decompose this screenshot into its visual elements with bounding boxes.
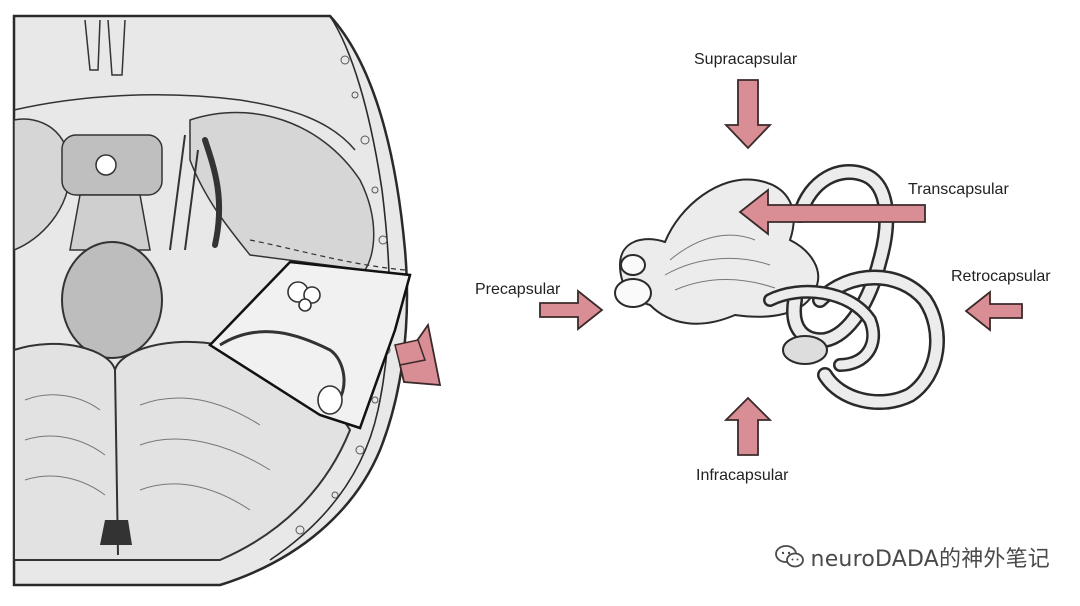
watermark-text: neuroDADA的神外笔记 [810,547,1050,572]
labyrinth-sketch [287,281,343,415]
trigeminal-nerve [202,137,223,248]
crista-galli [84,19,126,76]
brainstem [61,241,163,359]
transcapsular-label: Transcapsular [908,181,1009,198]
skull-base-drawing [12,14,442,587]
nerve-stump-upper [620,254,646,276]
skull-base-illustration [0,0,470,606]
labyrinth-drawing [539,79,1023,456]
clivus [69,194,151,251]
infracapsular-label: Infracapsular [696,467,789,484]
dura-line [249,239,406,271]
pituitary-stalk [95,154,117,176]
cranial-nerves [169,134,199,251]
posterior-canal [814,272,943,408]
precapsular-arrow-icon [539,289,604,331]
retrocapsular-label: Retrocapsular [951,268,1051,285]
cerebellar-folia [24,394,271,511]
foramen-magnum-notch [100,520,132,545]
transcapsular-arrow-icon [738,188,926,236]
infracapsular-arrow-icon [723,396,773,456]
ampulla [782,335,828,365]
supracapsular-arrow-icon [723,79,773,150]
petrous-window [208,260,412,430]
internal-auditory-canal [219,330,346,407]
precapsular-label: Precapsular [475,281,561,298]
inner-ear-diagram: Supracapsular Transcapsular Retrocapsula… [470,0,1080,606]
lateral-canal [765,287,878,370]
retrocapsular-arrow-icon [964,290,1023,332]
nerve-stump [614,278,652,308]
translabyrinthine-arrow-tail [394,339,426,366]
wechat-icon [774,545,804,568]
anterior-fossa-edge [13,94,356,151]
watermark: neuroDADA的神外笔记 [774,540,1050,574]
supracapsular-label: Supracapsular [694,51,798,68]
vestibule-shading [664,234,776,291]
